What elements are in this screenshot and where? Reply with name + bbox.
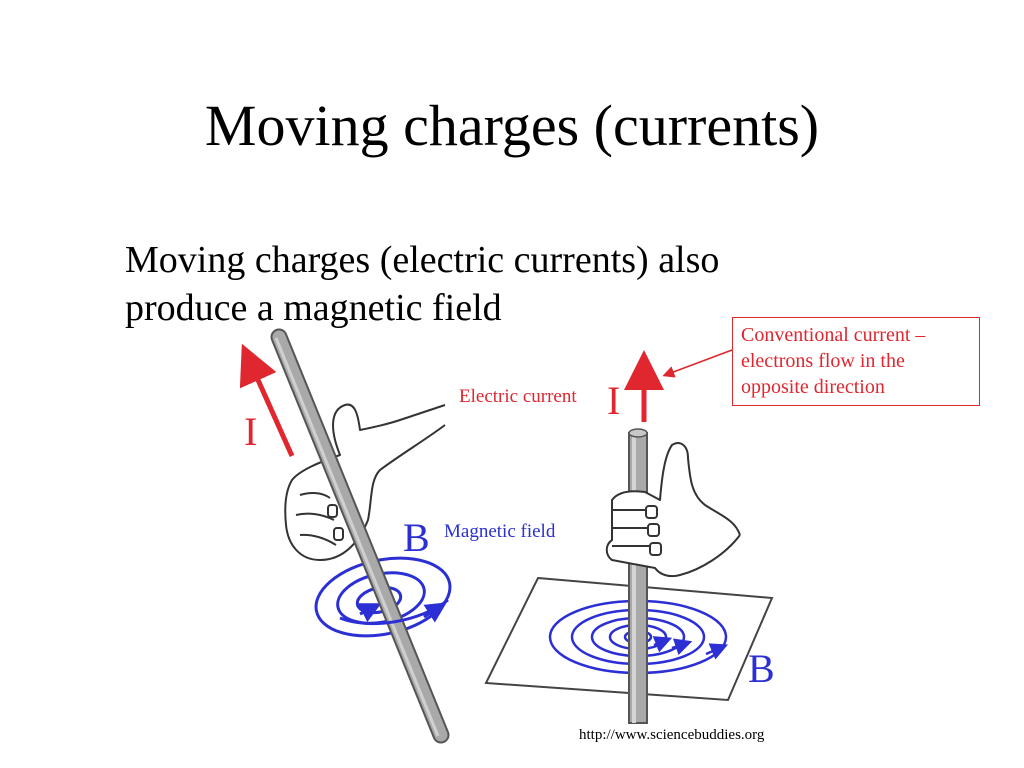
left-hand-outline <box>284 403 446 561</box>
right-conducting-rod <box>628 428 648 724</box>
callout-line: opposite direction <box>741 376 885 398</box>
left-conducting-rod <box>270 328 450 744</box>
source-credit: http://www.sciencebuddies.org <box>579 727 765 743</box>
callout-line: Conventional current – <box>741 324 926 346</box>
left-current-arrow <box>239 343 295 458</box>
callout-line: electrons flow in the <box>741 350 905 372</box>
body-line: produce a magnetic field <box>125 287 502 329</box>
left-field-caption: Magnetic field <box>444 521 556 542</box>
left-field-symbol: B <box>403 515 430 560</box>
body-text: Moving charges (electric currents) also … <box>125 236 865 332</box>
right-hand-outline <box>605 442 741 578</box>
left-field-loop-front <box>339 598 449 625</box>
conventional-current-callout: Conventional current – electrons flow in… <box>732 317 980 406</box>
left-current-symbol: I <box>244 409 257 454</box>
right-field-arrowhead <box>671 638 693 656</box>
body-line: Moving charges (electric currents) also <box>125 239 720 281</box>
slide-title: Moving charges (currents) <box>204 93 820 158</box>
callout-pointer <box>662 349 733 378</box>
right-field-arrowhead <box>652 636 673 653</box>
right-current-caption: Electric current <box>459 386 577 407</box>
right-field-arrowhead <box>705 643 729 660</box>
right-current-symbol: I <box>607 378 620 423</box>
left-field-arrowhead <box>357 603 382 623</box>
right-field-symbol: B <box>748 646 775 691</box>
